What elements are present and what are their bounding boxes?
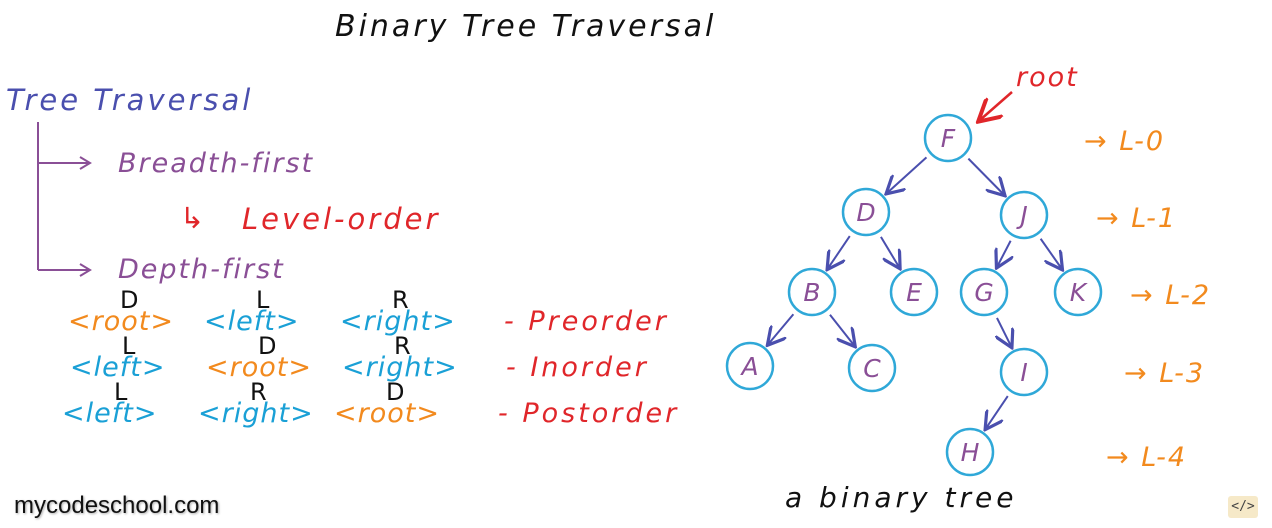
tree-node: I xyxy=(999,347,1049,397)
tree-node: G xyxy=(959,267,1009,317)
order-part: <root> xyxy=(68,306,174,337)
order-part: <right> xyxy=(198,398,314,429)
order-name: - Inorder xyxy=(506,352,649,383)
tree-edge xyxy=(829,314,854,345)
level-order-arrow-icon: ↳ xyxy=(180,201,208,235)
level-order-label: Level-order xyxy=(242,202,441,236)
order-name: - Postorder xyxy=(498,398,680,429)
order-letter: D xyxy=(386,378,405,406)
tree-edge xyxy=(967,157,1003,195)
order-letter: R xyxy=(392,286,409,314)
brand-watermark: mycodeschool.com xyxy=(14,492,220,519)
outline-heading: Tree Traversal xyxy=(6,83,254,117)
order-part: <right> xyxy=(342,352,458,383)
tree-node: E xyxy=(889,267,939,317)
svg-text:A: A xyxy=(739,352,758,381)
order-name: - Preorder xyxy=(504,306,669,337)
tree-node: C xyxy=(847,343,897,393)
depth-first-label: Depth-first xyxy=(118,254,285,285)
order-letter: L xyxy=(256,286,270,314)
svg-text:E: E xyxy=(906,278,922,307)
order-letter: R xyxy=(250,378,267,406)
order-letter: L xyxy=(122,332,136,360)
svg-text:F: F xyxy=(941,124,956,153)
order-part: <right> xyxy=(340,306,456,337)
root-arrow-icon xyxy=(980,91,1013,120)
level-label: → L-3 xyxy=(1124,358,1206,389)
tree-node: H xyxy=(945,427,995,477)
code-badge-icon: </> xyxy=(1228,496,1258,518)
order-part: <left> xyxy=(70,352,166,383)
order-letter: D xyxy=(258,332,277,360)
order-letter: R xyxy=(394,332,411,360)
tree-caption: a binary tree xyxy=(785,481,1018,514)
svg-text:D: D xyxy=(856,198,875,227)
breadth-first-label: Breadth-first xyxy=(118,148,315,179)
diagram-title: Binary Tree Traversal xyxy=(335,9,717,44)
svg-text:I: I xyxy=(1020,358,1027,387)
tree-edge xyxy=(1039,238,1062,269)
tree-edge xyxy=(888,156,928,192)
order-part: <root> xyxy=(334,398,440,429)
tree-edge xyxy=(880,236,899,267)
order-letter: D xyxy=(120,286,139,314)
root-label: root xyxy=(1016,62,1079,93)
level-label: → L-0 xyxy=(1084,126,1166,157)
tree-edge xyxy=(997,317,1011,346)
tree-node: J xyxy=(999,190,1049,240)
order-part: <root> xyxy=(206,352,312,383)
order-letter: L xyxy=(114,378,128,406)
svg-text:K: K xyxy=(1070,278,1089,307)
order-part: <left> xyxy=(62,398,158,429)
level-label: → L-2 xyxy=(1130,280,1212,311)
tree-node: K xyxy=(1053,267,1103,317)
tree-node: A xyxy=(725,341,775,391)
order-part: <left> xyxy=(204,306,300,337)
svg-text:B: B xyxy=(803,278,820,307)
svg-text:H: H xyxy=(961,438,980,467)
tree-node: F xyxy=(923,113,973,163)
tree-edge xyxy=(769,313,795,344)
tree-edge xyxy=(997,240,1010,267)
tree-edge xyxy=(986,395,1009,428)
svg-text:C: C xyxy=(863,354,881,383)
tree-node: B xyxy=(787,267,837,317)
level-label: → L-1 xyxy=(1096,203,1178,234)
svg-text:G: G xyxy=(974,278,993,307)
tree-edge xyxy=(828,235,851,268)
level-label: → L-4 xyxy=(1106,442,1188,473)
tree-node: D xyxy=(841,187,891,237)
